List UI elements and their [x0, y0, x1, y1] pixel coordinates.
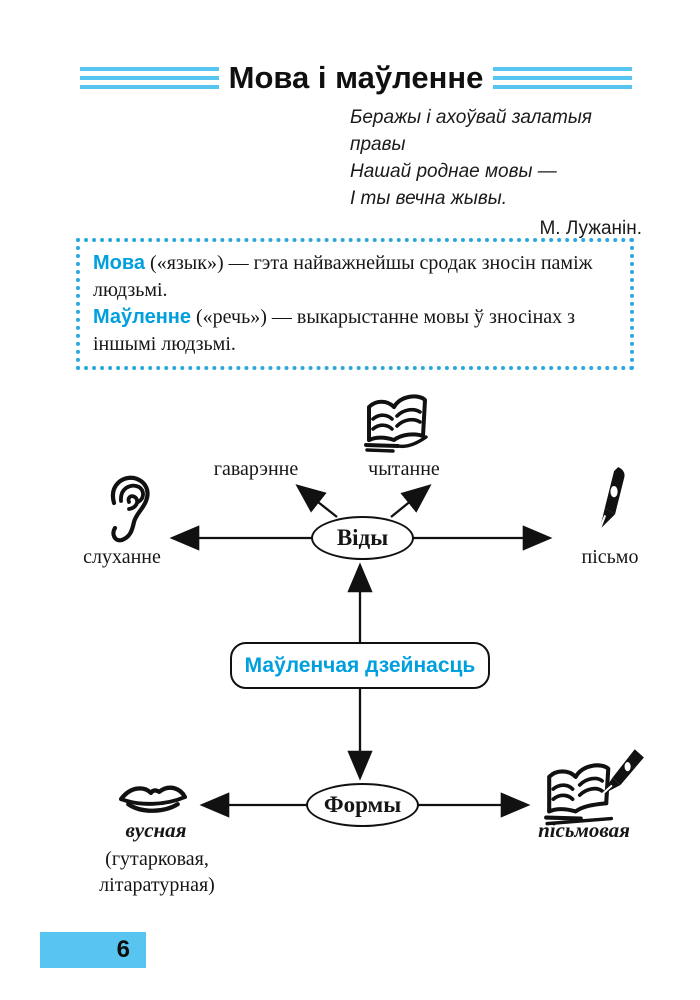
- definition-box: Мова («язык») — гэта найважнейшы сродак …: [76, 238, 634, 370]
- epigraph-line: І ты вечна жывы.: [350, 188, 508, 209]
- definition-item: Маўленне («речь») — выкарыстанне мовы ў …: [93, 304, 617, 358]
- epigraph-author: М. Лужанін.: [539, 218, 642, 239]
- listening-label: слуханне: [83, 546, 161, 568]
- ear-icon: [103, 472, 155, 548]
- header-rule-left: [80, 67, 219, 89]
- epigraph-line: Нашай роднае мовы —: [350, 161, 557, 182]
- center-node: Маўленчая дзейнасць: [230, 642, 490, 689]
- header-rule-right: [493, 67, 632, 89]
- page-number-badge: 6: [40, 932, 146, 968]
- oral-note-line: (гутарковая,: [105, 848, 209, 870]
- formy-node: Формы: [306, 783, 419, 827]
- page-title: Мова і маўленне: [228, 60, 484, 95]
- oral-label: вусная: [125, 818, 187, 842]
- reading-label: чытанне: [368, 458, 440, 480]
- epigraph-line: Беражы і ахоўвай залатыя правы: [350, 107, 592, 155]
- epigraph: Беражы і ахоўвай залатыя правы Нашай род…: [350, 104, 642, 242]
- arrow-vidy-reading: [390, 484, 432, 518]
- speaking-label: гаварэнне: [213, 458, 299, 480]
- definition-text: («язык») — гэта найважнейшы сродак зносі…: [93, 252, 593, 301]
- pen-icon: [593, 464, 631, 548]
- writing-label: пісьмо: [581, 546, 639, 568]
- oral-note-line: літаратурная): [99, 874, 215, 896]
- oral-note: (гутарковая, літаратурная): [70, 846, 244, 898]
- vidy-node: Віды: [311, 516, 414, 560]
- open-book-icon: [363, 392, 429, 456]
- definition-item: Мова («язык») — гэта найважнейшы сродак …: [93, 250, 617, 304]
- lips-icon: [117, 779, 189, 815]
- definition-term: Мова: [93, 252, 146, 274]
- definition-text: («речь») — выкарыстанне мовы ў зносінах …: [93, 306, 576, 355]
- arrow-vidy-speaking: [295, 484, 338, 518]
- definition-term: Маўленне: [93, 306, 191, 328]
- page-header: Мова і маўленне: [80, 58, 632, 98]
- book-and-pen-icon: [538, 744, 650, 832]
